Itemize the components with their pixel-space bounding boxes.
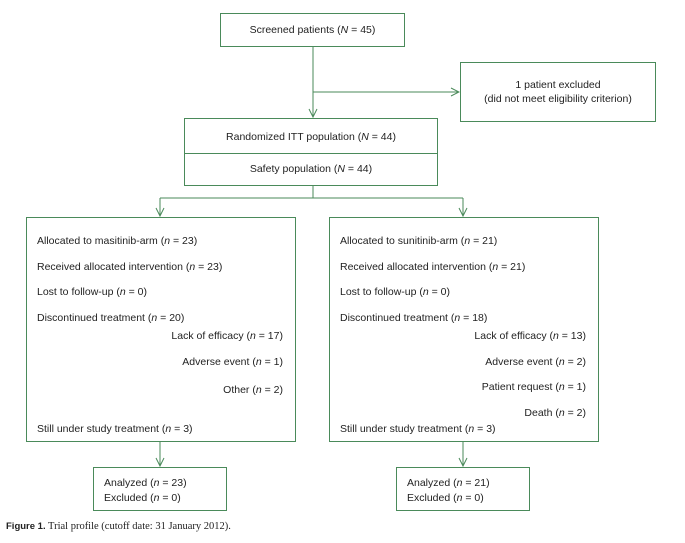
figure-caption-label: Figure 1. [6, 521, 46, 532]
masitinib-reason-adverse-event: Adverse event (n = 1) [182, 356, 283, 368]
randomized-divider [185, 153, 437, 154]
sunitinib-allocated: Allocated to sunitinib-arm (n = 21) [340, 235, 498, 247]
randomized-box: Randomized ITT population (N = 44) Safet… [184, 118, 438, 186]
sunitinib-received: Received allocated intervention (n = 21) [340, 261, 526, 273]
excluded-line2: (did not meet eligibility criterion) [484, 93, 632, 105]
masitinib-analyzed-box: Analyzed (n = 23) Excluded (n = 0) [93, 467, 227, 511]
masitinib-excluded: Excluded (n = 0) [104, 492, 181, 504]
excluded-box: 1 patient excluded (did not meet eligibi… [460, 62, 656, 122]
masitinib-still-under-treatment: Still under study treatment (n = 3) [37, 423, 193, 435]
masitinib-discontinued: Discontinued treatment (n = 20) [37, 312, 185, 324]
sunitinib-arm-box: Allocated to sunitinib-arm (n = 21) Rece… [329, 217, 599, 442]
figure-caption: Figure 1. Trial profile (cutoff date: 31… [6, 521, 231, 532]
masitinib-lost: Lost to follow-up (n = 0) [37, 286, 148, 298]
masitinib-arm-box: Allocated to masitinib-arm (n = 23) Rece… [26, 217, 296, 442]
sunitinib-analyzed-box: Analyzed (n = 21) Excluded (n = 0) [396, 467, 530, 511]
randomized-text: Randomized ITT population (N = 44) [226, 131, 396, 143]
excluded-line1: 1 patient excluded [515, 79, 601, 91]
safety-text: Safety population (N = 44) [249, 163, 373, 175]
sunitinib-lost: Lost to follow-up (n = 0) [340, 286, 451, 298]
sunitinib-still-under-treatment: Still under study treatment (n = 3) [340, 423, 496, 435]
masitinib-reason-lack-of-efficacy: Lack of efficacy (n = 17) [171, 330, 283, 342]
masitinib-received: Received allocated intervention (n = 23) [37, 261, 223, 273]
sunitinib-reason-adverse-event: Adverse event (n = 2) [485, 356, 586, 368]
sunitinib-excluded: Excluded (n = 0) [407, 492, 484, 504]
sunitinib-reason-patient-request: Patient request (n = 1) [481, 381, 586, 393]
sunitinib-discontinued: Discontinued treatment (n = 18) [340, 312, 488, 324]
masitinib-allocated: Allocated to masitinib-arm (n = 23) [37, 235, 198, 247]
sunitinib-analyzed: Analyzed (n = 21) [407, 477, 490, 489]
sunitinib-reason-death: Death (n = 2) [524, 407, 586, 419]
screened-patients-box: Screened patients (N = 45) [220, 13, 405, 47]
masitinib-analyzed: Analyzed (n = 23) [104, 477, 187, 489]
screened-patients-text: Screened patients (N = 45) [249, 24, 376, 36]
sunitinib-reason-lack-of-efficacy: Lack of efficacy (n = 13) [474, 330, 586, 342]
masitinib-reason-other: Other (n = 2) [223, 384, 283, 396]
figure-caption-text: Trial profile (cutoff date: 31 January 2… [48, 521, 231, 532]
